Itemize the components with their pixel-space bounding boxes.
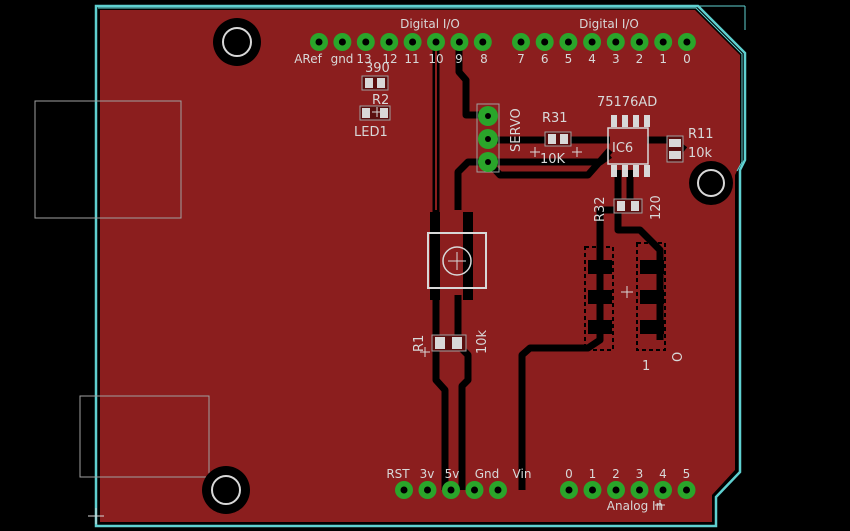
board-outline-inner bbox=[98, 7, 743, 172]
power-pin-label: 5v bbox=[445, 467, 460, 481]
header-power: RST 3v 5v Gnd Vin bbox=[386, 467, 531, 499]
digital-right-pin-label: 2 bbox=[636, 52, 644, 66]
usb-connector-outline bbox=[34, 100, 182, 219]
digital-left-pin-label: 13 bbox=[356, 52, 371, 66]
digital-left-pin-pad-hole bbox=[385, 38, 393, 46]
analog-pin-pad-hole bbox=[565, 486, 573, 494]
digital-right-pin-pad-hole bbox=[636, 38, 643, 46]
header-analog: 0 1 2 3 4 5 bbox=[560, 467, 696, 499]
digital-left-pin-pad-hole bbox=[362, 38, 370, 46]
digital-left-pin-label: 11 bbox=[404, 52, 419, 66]
power-pin-label: 3v bbox=[420, 467, 435, 481]
digital-right-pin-pad-hole bbox=[683, 38, 691, 46]
analog-pin-label: 1 bbox=[589, 467, 597, 481]
resistor-390: 390 bbox=[361, 61, 390, 91]
digital-left-pin-label: 10 bbox=[428, 52, 443, 66]
digital-right-pin-pad-hole bbox=[517, 38, 525, 46]
board-outline bbox=[94, 4, 747, 528]
ic6: 75176AD IC6 bbox=[597, 95, 657, 177]
r11-value: 10k bbox=[688, 146, 713, 161]
digital-right-pin-label: 6 bbox=[541, 52, 549, 66]
digital-left-pin-pad-hole bbox=[432, 38, 440, 46]
mounting-hole-right bbox=[689, 161, 733, 205]
digital-right-pin-label: 4 bbox=[588, 52, 596, 66]
ic6-name: IC6 bbox=[612, 141, 633, 156]
servo-header: SERVO bbox=[476, 103, 524, 173]
digital-right-pin-pad-hole bbox=[659, 38, 667, 46]
digital-right-title: Digital I/O bbox=[579, 17, 639, 31]
power-pin-pad-hole bbox=[424, 486, 431, 494]
power-pin-label: Gnd bbox=[475, 467, 500, 481]
power-jack-outline bbox=[79, 395, 210, 478]
analog-pin-label: 3 bbox=[636, 467, 644, 481]
power-pin-pad-hole bbox=[447, 486, 455, 494]
power-pin-label: RST bbox=[386, 467, 410, 481]
digital-right-pin-pad-hole bbox=[564, 38, 572, 46]
digital-left-pin-pad-hole bbox=[338, 38, 346, 46]
origin-crosshairs bbox=[372, 107, 665, 510]
analog-pin-pad-hole bbox=[659, 486, 667, 494]
trace-outlines bbox=[435, 42, 459, 295]
led1: R2 LED1 bbox=[354, 93, 391, 140]
resistor-r1: R1 10k bbox=[412, 329, 490, 354]
power-pin-pad-hole bbox=[400, 486, 408, 494]
power-pin-pad-hole bbox=[494, 486, 502, 494]
r31-label: R31 bbox=[542, 111, 568, 126]
digital-right-pin-pad-hole bbox=[541, 38, 549, 46]
resistor-r32: R32 120 bbox=[593, 195, 664, 222]
analog-pin-label: 0 bbox=[565, 467, 573, 481]
digital-right-pin-label: 1 bbox=[659, 52, 667, 66]
analog-pin-pad-hole bbox=[612, 486, 620, 494]
r32-value: 120 bbox=[649, 195, 664, 220]
digital-right-pin-pad-hole bbox=[588, 38, 596, 46]
digital-left-pin-label: 12 bbox=[382, 52, 397, 66]
analog-pin-label: 4 bbox=[659, 467, 667, 481]
digital-right-pin-label: 3 bbox=[612, 52, 620, 66]
header-digital-right: 7 6 5 4 3 2 1 0 bbox=[512, 33, 696, 66]
led1-label: LED1 bbox=[354, 125, 388, 140]
r11-label: R11 bbox=[688, 127, 714, 142]
connector-block: 1 O bbox=[584, 242, 686, 374]
mounting-hole-top-left bbox=[213, 18, 261, 66]
digital-left-pin-pad-hole bbox=[479, 38, 487, 46]
power-pin-pad-hole bbox=[471, 486, 478, 494]
analog-pin-label: 2 bbox=[612, 467, 620, 481]
r2-label: R2 bbox=[372, 93, 389, 108]
analog-pin-pad-hole bbox=[683, 486, 690, 494]
r1-label: R1 bbox=[412, 335, 427, 352]
digital-left-pin-label: 9 bbox=[455, 52, 463, 66]
digital-right-pin-pad-hole bbox=[612, 38, 620, 46]
conn-pin-o: O bbox=[671, 352, 686, 362]
digital-left-title: Digital I/O bbox=[400, 17, 460, 31]
digital-left-pin-pad-hole bbox=[315, 38, 323, 46]
r1-value: 10k bbox=[475, 329, 490, 354]
digital-right-pin-label: 7 bbox=[517, 52, 525, 66]
mounting-hole-bottom-left bbox=[202, 466, 250, 514]
potentiometer bbox=[427, 212, 487, 300]
power-pin-label: Vin bbox=[513, 467, 532, 481]
digital-right-pin-label: 0 bbox=[683, 52, 691, 66]
resistor-r11: R11 10k bbox=[666, 127, 714, 163]
analog-title: Analog In bbox=[607, 499, 663, 513]
r32-label: R32 bbox=[593, 196, 608, 222]
conn-pin-1: 1 bbox=[642, 359, 650, 374]
analog-pin-pad-hole bbox=[589, 486, 596, 494]
resistor-390-value: 390 bbox=[365, 61, 390, 76]
digital-left-pin-label: gnd bbox=[331, 52, 354, 66]
ic6-part: 75176AD bbox=[597, 95, 657, 110]
resistor-r31: R31 10K bbox=[540, 111, 572, 167]
digital-left-pin-label: 8 bbox=[480, 52, 488, 66]
digital-left-pin-label: ARef bbox=[294, 52, 322, 66]
analog-pin-pad-hole bbox=[636, 486, 643, 494]
digital-left-pin-pad-hole bbox=[409, 38, 417, 46]
digital-right-pin-label: 5 bbox=[565, 52, 573, 66]
r31-value: 10K bbox=[540, 152, 566, 167]
analog-pin-label: 5 bbox=[683, 467, 691, 481]
digital-left-pin-pad-hole bbox=[455, 38, 463, 46]
servo-label: SERVO bbox=[509, 108, 524, 152]
